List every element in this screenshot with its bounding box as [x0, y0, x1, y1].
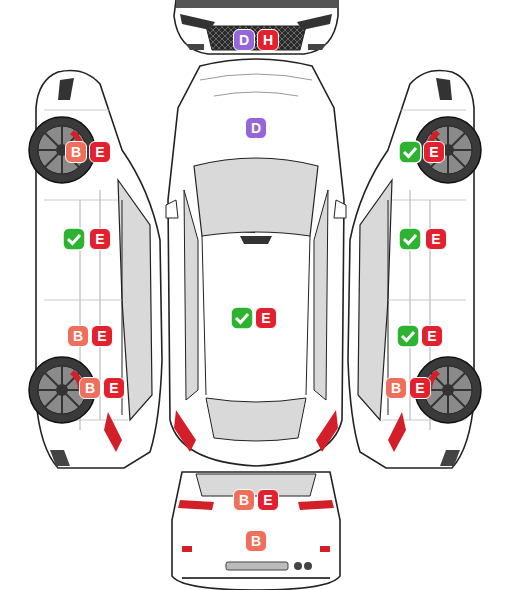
damage-code: E	[95, 145, 104, 159]
damage-code: D	[251, 121, 261, 135]
damage-code-badge: B	[233, 489, 255, 511]
damage-code: E	[429, 145, 438, 159]
damage-code: H	[263, 33, 273, 47]
damage-code-badge: E	[257, 489, 279, 511]
damage-code-badge: B	[385, 377, 407, 399]
damage-code: B	[391, 381, 401, 395]
damage-code: D	[239, 33, 249, 47]
left-side-view	[29, 71, 162, 469]
damage-code: E	[97, 329, 106, 343]
right-side-view	[348, 71, 481, 469]
damage-code: B	[251, 534, 261, 548]
damage-code: B	[239, 493, 249, 507]
damage-code-badge: E	[91, 325, 113, 347]
top-view	[166, 59, 346, 466]
front-view	[174, 0, 338, 54]
damage-code-badge: E	[409, 377, 431, 399]
damage-code: E	[109, 381, 118, 395]
damage-code: E	[95, 232, 104, 246]
damage-code: E	[263, 493, 272, 507]
damage-code: E	[261, 311, 270, 325]
damage-code-badge: E	[421, 325, 443, 347]
damage-code-badge: B	[67, 325, 89, 347]
damage-code: B	[71, 145, 81, 159]
damage-code-badge: E	[103, 377, 125, 399]
rear-view	[172, 472, 340, 590]
ok-checks	[63, 141, 421, 347]
damage-code-badge: E	[89, 141, 111, 163]
damage-code: E	[431, 232, 440, 246]
damage-code-badge: H	[257, 29, 279, 51]
damage-code: E	[415, 381, 424, 395]
damage-code: E	[427, 329, 436, 343]
damage-code: B	[73, 329, 83, 343]
damage-code-badge: B	[245, 530, 267, 552]
damage-code-badge: E	[423, 141, 445, 163]
damage-code-badge: B	[65, 141, 87, 163]
damage-code: B	[85, 381, 95, 395]
damage-code-badge: D	[245, 117, 267, 139]
damage-code-badge: D	[233, 29, 255, 51]
damage-code-badge: E	[89, 228, 111, 250]
damage-code-badge: B	[79, 377, 101, 399]
damage-code-badge: E	[255, 307, 277, 329]
damage-code-badge: E	[425, 228, 447, 250]
